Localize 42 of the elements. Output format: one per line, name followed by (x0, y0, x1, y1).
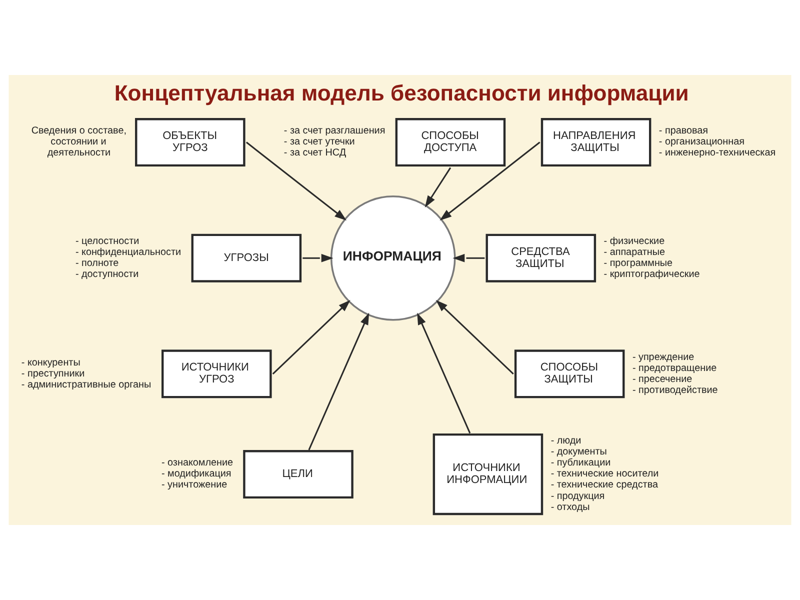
arrow (436, 300, 514, 374)
node-label: - люди (550, 436, 582, 447)
node-label: - противодействие (632, 384, 718, 396)
node-label: - продукция (550, 490, 605, 502)
node-label: - за счет утечки (284, 136, 355, 148)
node-label: - пресечение (632, 374, 692, 385)
node-label: - доступности (75, 269, 139, 280)
node-label: - публикации (550, 458, 611, 469)
node-label: - документы (550, 446, 607, 458)
node-label: - уничтожение (161, 480, 228, 491)
node-label: - криптографические (604, 269, 700, 280)
arrow (302, 254, 334, 262)
node-label: - программные (604, 258, 673, 270)
node-label: - конкуренты (21, 357, 80, 368)
node-label: - за счет НСД (284, 148, 346, 159)
node-label: - отходы (550, 502, 590, 513)
node-label: - аппаратные (604, 247, 666, 258)
node-label: - целостности (75, 236, 140, 247)
arrow (417, 312, 471, 434)
node-label: - упреждение (632, 352, 694, 363)
arrow (452, 254, 485, 262)
arrow (440, 142, 540, 221)
node-label: - полноте (75, 258, 119, 270)
node-label: - предотвращение (632, 362, 717, 374)
node-label: - инженерно-техническая (658, 148, 776, 159)
node-label: - физические (604, 236, 665, 247)
node-label: - правовая (658, 126, 708, 137)
node-label: - конфиденциальности (75, 247, 182, 258)
arrow (424, 167, 452, 208)
node-label: Сведения о составе, состоянии и деятельности (31, 126, 126, 159)
node-label: - ознакомление (161, 458, 234, 469)
arrow (308, 312, 370, 450)
node-label: - модификация (161, 468, 232, 480)
node-label: - административные органы (21, 379, 152, 390)
node-label: - технические средства (550, 480, 658, 491)
arrow (272, 300, 350, 374)
node-label: - организационная (658, 136, 744, 148)
node-label: - за счет разглашения (284, 126, 386, 137)
node-label: - технические носители (550, 468, 659, 480)
node-label: - преступники (21, 368, 85, 380)
arrow (246, 142, 346, 221)
diagram-title: Концептуальная модель безопасности информации (114, 80, 689, 106)
